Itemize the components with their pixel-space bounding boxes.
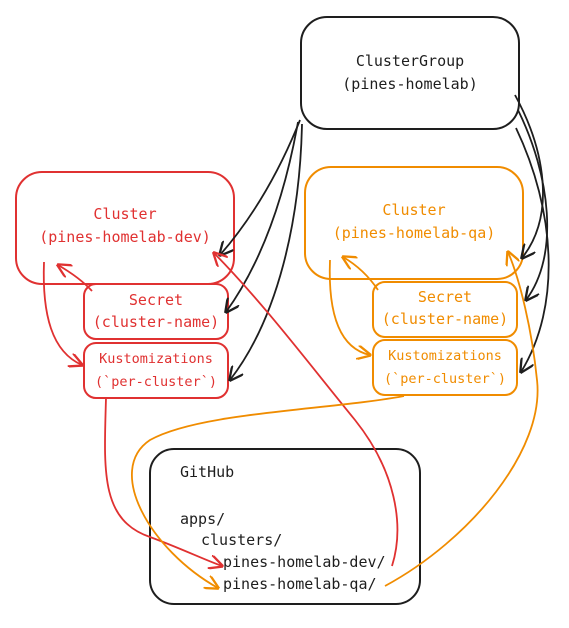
- qa-secret-title: Secret: [418, 288, 472, 306]
- arrow-qa-cluster-to-kustomizations: [328, 259, 370, 355]
- github-clusters: clusters/: [201, 531, 282, 549]
- dev-secret-title: Secret: [129, 291, 183, 309]
- arrow-group-to-qa-cluster: [514, 94, 544, 258]
- qa-secret-box: [372, 281, 518, 338]
- dev-kustomizations-title: Kustomizations: [99, 351, 213, 367]
- dev-secret-name: (cluster-name): [93, 313, 219, 331]
- arrow-group-to-dev-secret: [226, 121, 299, 312]
- qa-kustomizations-box: [372, 339, 518, 396]
- qa-cluster-box: [304, 166, 524, 280]
- qa-kustomizations-title: Kustomizations: [388, 348, 502, 364]
- github-qa-path: pines-homelab-qa/: [223, 575, 377, 593]
- arrow-github-dev-to-dev-cluster: [214, 253, 399, 567]
- arrow-qa-secret-to-cluster: [343, 257, 379, 291]
- arrow-group-to-dev-kustomizations: [230, 123, 303, 380]
- dev-kustomizations-name: (`per-cluster`): [95, 374, 217, 390]
- qa-cluster-title: Cluster: [382, 201, 445, 219]
- arrow-group-to-dev-cluster: [220, 119, 301, 255]
- github-title: GitHub: [180, 463, 234, 481]
- qa-kustomizations-name: (`per-cluster`): [384, 371, 506, 387]
- github-dev-path: pines-homelab-dev/: [223, 553, 386, 571]
- cluster-group-name: (pines-homelab): [342, 75, 477, 93]
- cluster-group-box: [300, 16, 520, 130]
- arrow-github-qa-to-qa-cluster: [384, 252, 539, 587]
- qa-cluster-name: (pines-homelab-qa): [333, 224, 496, 242]
- qa-secret-name: (cluster-name): [382, 310, 508, 328]
- github-apps: apps/: [180, 510, 225, 528]
- arrow-dev-kustomizations-to-github: [104, 397, 222, 566]
- cluster-group-title: ClusterGroup: [356, 52, 464, 70]
- arrow-qa-kustomizations-to-github: [131, 395, 405, 588]
- arrow-group-to-qa-secret: [517, 109, 548, 300]
- arrow-group-to-qa-kustomizations: [515, 127, 550, 372]
- arrow-dev-cluster-to-kustomizations: [42, 261, 82, 365]
- dev-cluster-name: (pines-homelab-dev): [39, 228, 211, 246]
- arrow-dev-secret-to-cluster: [58, 265, 93, 292]
- dev-cluster-title: Cluster: [93, 205, 156, 223]
